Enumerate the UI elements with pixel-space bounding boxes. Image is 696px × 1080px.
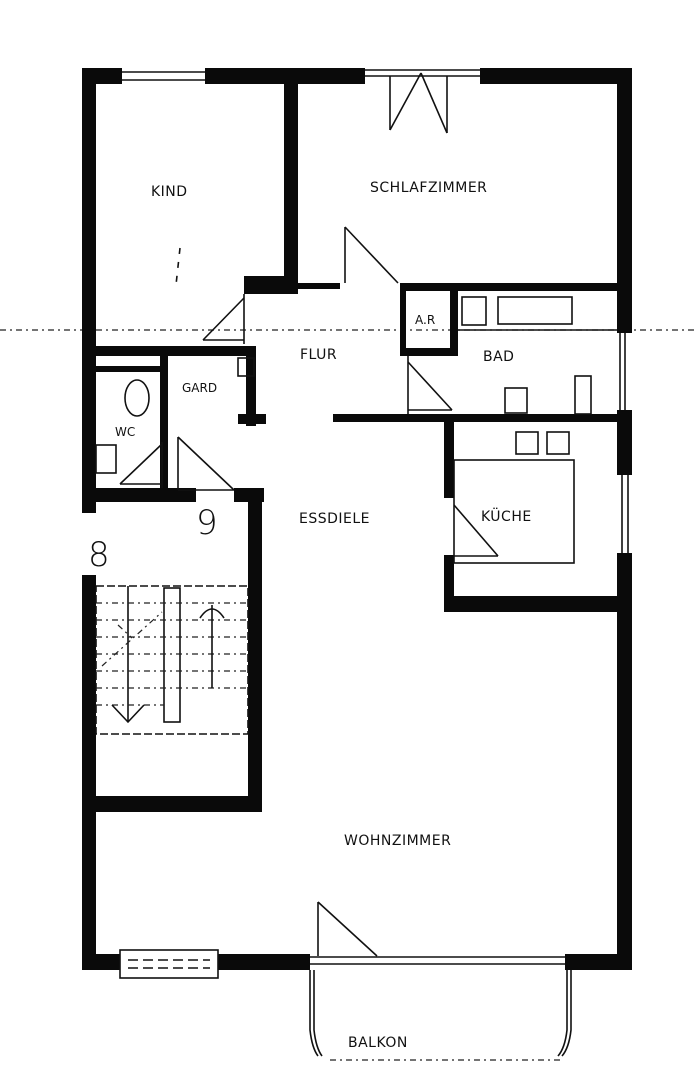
door-swing-bad [407,356,453,414]
bad-cabinet [574,375,592,415]
wc-sink [95,444,117,474]
balcony-door [310,901,565,965]
room-label-flur: FLUR [300,347,337,363]
window-bottom-wohnzimmer [119,949,219,979]
stair-marker-9: 9 [196,503,218,543]
room-label-schlafzimmer: SCHLAFZIMMER [370,180,487,196]
toilet [124,379,150,417]
room-label-garderobe: GARD [182,381,217,395]
balcony-outline [309,970,572,1061]
kitchen-counter [453,459,575,564]
staircase [95,585,249,735]
door-swing-stair [177,436,235,491]
interior-walls [96,84,632,812]
door-swing-kind [202,294,245,344]
bathtub [458,296,617,331]
window-right-bad [619,333,626,410]
room-label-kind: KIND [151,184,188,200]
kind-mark [175,247,181,286]
stove [515,431,570,455]
outer-walls [82,68,632,970]
room-label-wc: WC [115,425,135,439]
door-swing-wc [119,442,163,488]
door-swing-kueche [453,504,499,557]
stair-marker-8: 8 [88,535,110,575]
room-label-essdiele: ESSDIELE [299,511,370,527]
room-label-wohnzimmer: WOHNZIMMER [344,833,451,849]
room-label-kueche: KÜCHE [481,507,532,525]
room-label-abstellraum: A.R [415,313,435,327]
window-right-kueche [621,475,629,553]
door-swing-schlafzimmer [344,226,399,284]
door-swing-schlafzimmer-window [389,72,448,134]
gard-fixture [237,357,255,377]
room-label-bad: BAD [483,349,514,365]
room-label-balkon: BALKON [348,1035,408,1051]
window-top-kind [122,71,205,81]
washbasin [504,387,528,414]
